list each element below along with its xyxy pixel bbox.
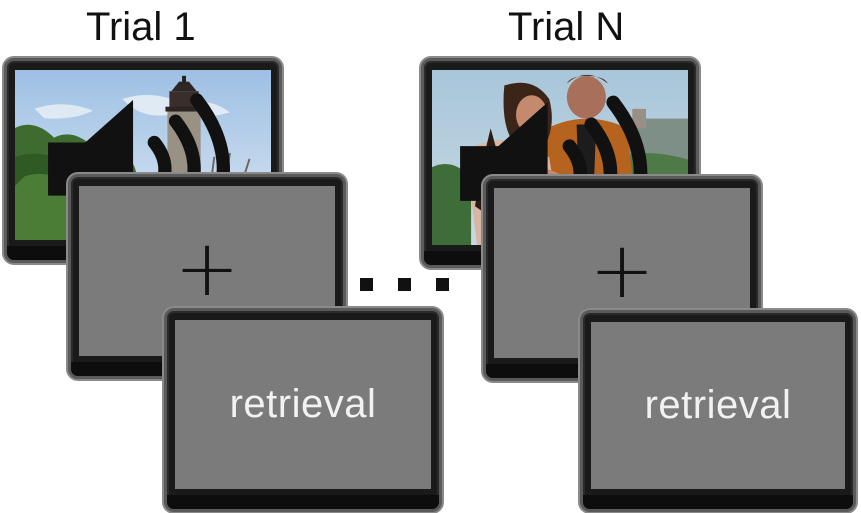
trial-n-title: Trial N bbox=[508, 5, 625, 49]
retrieval-label: retrieval bbox=[229, 382, 377, 426]
trial-n-retrieval-screen: retrieval bbox=[591, 322, 845, 489]
ellipsis-dot bbox=[360, 278, 373, 291]
fixation-cross: + bbox=[174, 224, 240, 314]
ellipsis-dot bbox=[436, 278, 449, 291]
ellipsis-dot bbox=[398, 278, 411, 291]
trial-1-retrieval-screen: retrieval bbox=[175, 320, 431, 489]
trial-n-retrieval-monitor: retrieval bbox=[580, 310, 856, 512]
retrieval-label: retrieval bbox=[644, 383, 792, 427]
monitor-chin bbox=[583, 495, 853, 509]
ellipsis-dots bbox=[360, 278, 449, 291]
trial-1-retrieval-monitor: retrieval bbox=[164, 308, 442, 512]
trial-1-title: Trial 1 bbox=[86, 5, 196, 49]
monitor-chin bbox=[167, 495, 439, 509]
fixation-cross: + bbox=[589, 226, 655, 316]
